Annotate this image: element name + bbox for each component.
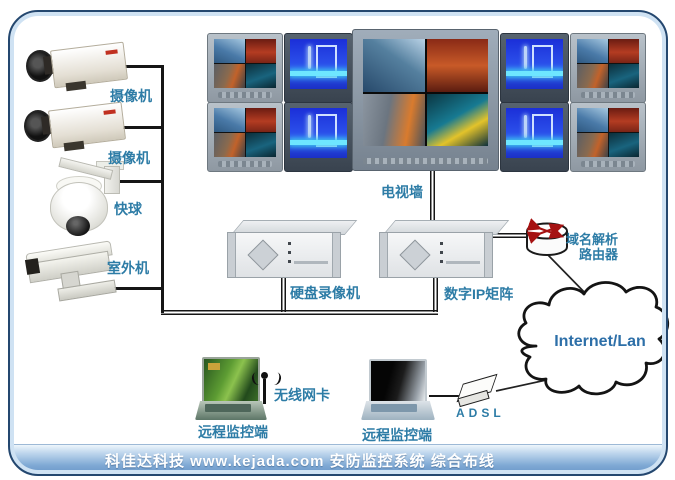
footer-banner: 科佳达科技 www.kejada.com 安防监控系统 综合布线 <box>10 444 665 474</box>
laptop-left-screen-image <box>208 363 220 370</box>
router-icon <box>526 218 568 256</box>
matrix-led-indicators <box>440 242 443 269</box>
internet-cloud-label: Internet/Lan <box>554 333 646 350</box>
laptop-left-screen <box>202 357 260 403</box>
box-camera-1-foot <box>65 80 87 92</box>
connector-camera1 <box>118 65 163 68</box>
footer-text: 科佳达科技 www.kejada.com 安防监控系统 综合布线 <box>105 453 495 470</box>
router-label-line2: 路由器 <box>579 247 619 262</box>
matrix-logo-diamond-icon <box>399 239 431 271</box>
connector-outdoor <box>113 287 163 290</box>
connector-dome <box>113 180 163 183</box>
blue-screen <box>290 108 347 158</box>
laptop-left <box>195 401 267 420</box>
monitor-controls <box>218 92 272 98</box>
tv-wall-label: 电视墙 <box>381 184 423 200</box>
antenna-rod-icon <box>263 379 266 404</box>
quad-screen <box>577 39 639 88</box>
laptop-right <box>361 401 435 420</box>
wireless-adapter-label: 无线网卡 <box>274 387 330 403</box>
dvr-unit <box>227 232 341 278</box>
camera2-label: 摄像机 <box>108 150 150 166</box>
blue-screen <box>506 108 563 158</box>
quad-screen <box>214 108 276 157</box>
camera1-label: 摄像机 <box>110 88 152 104</box>
quad-screen <box>577 108 639 157</box>
dvr-label: 硬盘录像机 <box>290 285 360 301</box>
quad-screen <box>214 39 276 88</box>
connector-camera-trunk <box>161 65 164 313</box>
matrix-faceplate-text <box>446 261 480 264</box>
tvwall-blue-monitor-2 <box>284 102 353 172</box>
tvwall-quad-monitor-3 <box>570 33 646 103</box>
connector-main-bus <box>161 310 438 315</box>
antenna-icon <box>261 372 268 379</box>
tvwall-quad-monitor-1 <box>207 33 283 103</box>
tvwall-blue-monitor-1 <box>284 33 353 103</box>
box-camera-2 <box>47 101 127 149</box>
tvwall-blue-monitor-3 <box>500 33 569 103</box>
laptop-right-screen <box>369 359 427 403</box>
tvwall-center-monitor <box>352 29 499 171</box>
outdoor-camera-lens-icon <box>24 258 41 275</box>
monitor-controls <box>581 161 635 167</box>
wifi-signal-icon <box>268 370 283 387</box>
tvwall-quad-monitor-2 <box>207 102 283 172</box>
remote-client-left-label: 远程监控端 <box>198 424 268 440</box>
connector-matrix-drop <box>433 276 438 312</box>
connector-camera2 <box>115 126 163 129</box>
dvr-logo-diamond-icon <box>247 239 279 271</box>
connector-tvwall-drop <box>430 169 435 223</box>
connector-dvr-drop <box>281 276 286 312</box>
ip-matrix-label: 数字IP矩阵 <box>444 286 514 302</box>
connector-laptop-adsl <box>429 395 459 397</box>
monitor-controls <box>363 158 488 164</box>
adsl-label: ADSL <box>456 406 505 420</box>
dome-camera-lens-icon <box>66 216 90 236</box>
monitor-controls <box>218 161 272 167</box>
center-quad-screen <box>363 39 488 146</box>
ip-matrix-unit <box>379 232 493 278</box>
tvwall-blue-monitor-4 <box>500 102 569 172</box>
box-camera-2-foot <box>63 140 85 152</box>
tvwall-quad-monitor-4 <box>570 102 646 172</box>
monitor-controls <box>581 92 635 98</box>
speed-dome-label: 快球 <box>114 201 142 217</box>
outdoor-camera-label: 室外机 <box>107 260 149 276</box>
blue-screen <box>290 39 347 89</box>
laptop-right-keyboard <box>371 404 417 412</box>
laptop-left-keyboard <box>205 404 251 412</box>
remote-client-right-label: 远程监控端 <box>362 427 432 443</box>
connector-adsl-cloud <box>495 378 552 392</box>
dvr-faceplate-text <box>294 261 328 264</box>
blue-screen <box>506 39 563 89</box>
router-label-line1: 域名解析 <box>566 232 619 247</box>
dvr-led-indicators <box>288 242 291 269</box>
connector-matrix-router <box>492 233 527 238</box>
box-camera-1 <box>49 41 129 89</box>
